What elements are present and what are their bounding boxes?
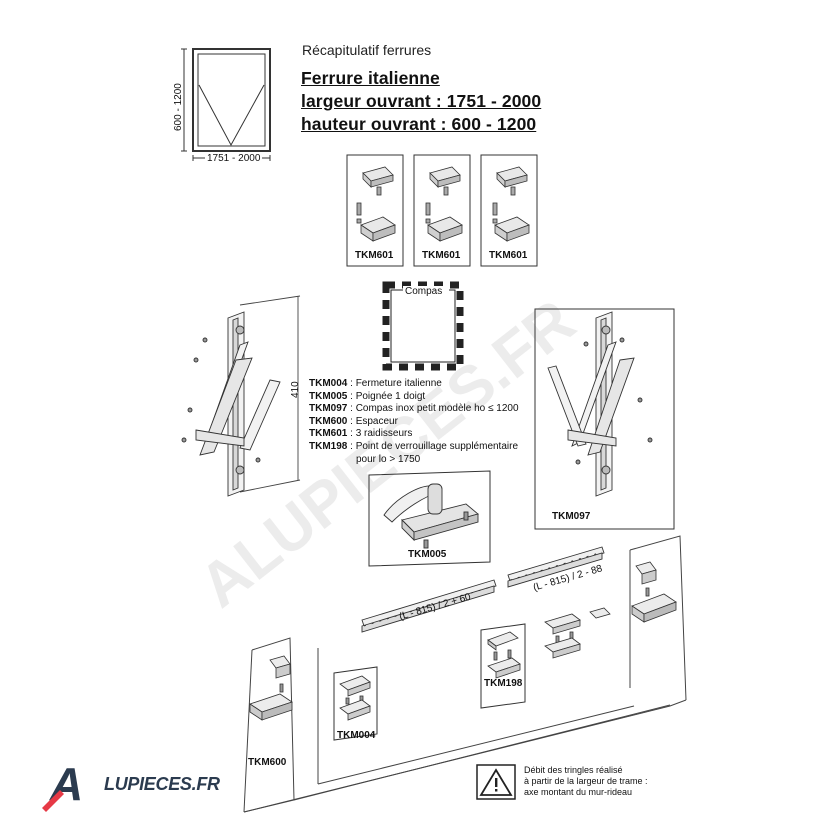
logo-text: LUPIECES.FR (104, 774, 220, 794)
legend-text: : 3 raidisseurs (347, 428, 413, 440)
left-hinge-drawing (181, 295, 301, 497)
tkm005-label: TKM005 (408, 549, 447, 560)
legend-code: TKM600 (309, 415, 348, 427)
compas-label: Compas (405, 286, 443, 297)
tkm198-label: TKM198 (484, 678, 523, 689)
note-line-1: Débit des tringles réalisé (524, 765, 623, 775)
title-line-3: hauteur ouvrant : 600 - 1200 (301, 114, 537, 134)
tkm198-box (480, 623, 526, 709)
tkm601-box-2 (413, 154, 471, 267)
frame-diagram (181, 48, 271, 161)
rod-2 (507, 546, 605, 582)
tkm097-box (534, 308, 675, 530)
tkm004-box (333, 666, 378, 741)
dimension-410: 410 (290, 381, 301, 398)
note-line-3: axe montant du mur-rideau (524, 787, 633, 797)
legend-continuation: pour lo > 1750 (356, 453, 421, 465)
frame-width-label: 1751 - 2000 (205, 153, 263, 164)
tkm601-label-1: TKM601 (355, 250, 394, 261)
locking-parts (544, 607, 611, 659)
legend-row: TKM004 : Fermeture italienne (309, 378, 519, 391)
legend-row: TKM600 : Espaceur (309, 416, 519, 429)
title-line-2: largeur ouvrant : 1751 - 2000 (301, 91, 542, 111)
title-line-1: Ferrure italienne (301, 68, 440, 88)
logo-mark: A (42, 758, 83, 812)
tkm600-label: TKM600 (248, 757, 287, 768)
stiffener-parts (356, 166, 530, 242)
legend-text: : Fermeture italienne (347, 378, 442, 389)
legend-row: TKM097 : Compas inox petit modèle ho ≤ 1… (309, 403, 519, 416)
rod-1 (361, 579, 497, 627)
legend-text: : Espaceur (347, 415, 398, 427)
tkm097-label: TKM097 (552, 511, 591, 522)
legend-code: TKM198 (309, 440, 348, 452)
legend-row: TKM198 : Point de verrouillage supplémen… (309, 441, 519, 454)
tkm004-label: TKM004 (337, 730, 376, 741)
alupieces-logo: LUPIECES.FR (38, 755, 220, 811)
legend-row: TKM005 : Poignée 1 doigt (309, 391, 519, 404)
legend-code: TKM005 (309, 390, 348, 402)
tkm601-label-3: TKM601 (489, 250, 528, 261)
legend-row: TKM601 : 3 raidisseurs (309, 428, 519, 441)
legend-code: TKM601 (309, 428, 348, 440)
warning-icon (476, 764, 516, 800)
cutting-note: Débit des tringles réalisé à partir de l… (524, 765, 648, 798)
tkm600-spacers (249, 561, 677, 721)
tkm601-label-2: TKM601 (422, 250, 461, 261)
note-line-2: à partir de la largeur de trame : (524, 776, 648, 786)
frame-height-label: 600 - 1200 (173, 83, 184, 131)
legend-text: : Point de verrouillage supplémentaire (347, 440, 519, 452)
compas-frame (382, 281, 464, 371)
subtitle: Récapitulatif ferrures (302, 42, 432, 58)
rods (361, 546, 605, 633)
tkm601-boxes (346, 154, 538, 267)
legend-code: TKM004 (309, 378, 348, 389)
tkm005-box (368, 470, 491, 567)
legend-text: : Compas inox petit modèle ho ≤ 1200 (347, 403, 519, 415)
tkm601-box-1 (346, 154, 404, 267)
assembly-outline (243, 535, 687, 813)
tkm601-box-3 (480, 154, 538, 267)
legend-text: : Poignée 1 doigt (347, 390, 426, 402)
legend-code: TKM097 (309, 403, 348, 415)
